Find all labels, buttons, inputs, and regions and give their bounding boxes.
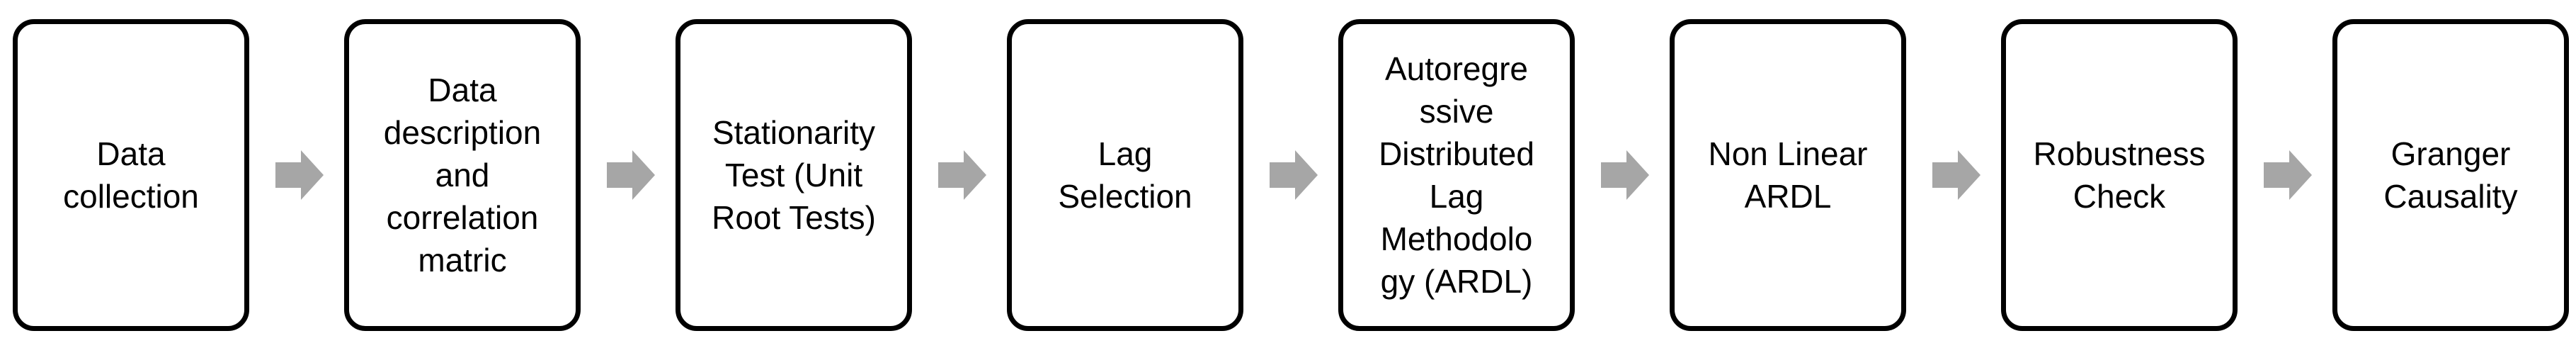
- step-robustness-check: Robustness Check: [2001, 19, 2238, 331]
- step-label: Non Linear ARDL: [1708, 135, 1868, 215]
- right-arrow-icon: [1932, 150, 1981, 200]
- step-stationarity-test: Stationarity Test (Unit Root Tests): [676, 19, 912, 331]
- right-arrow-icon: [938, 150, 986, 200]
- step-label: Stationarity Test (Unit Root Tests): [712, 114, 876, 236]
- step-lag-selection: Lag Selection: [1007, 19, 1243, 331]
- step-data-collection: Data collection: [13, 19, 249, 331]
- right-arrow-icon: [275, 150, 324, 200]
- right-arrow-icon: [2264, 150, 2312, 200]
- right-arrow-icon: [607, 150, 655, 200]
- step-label: Granger Causality: [2383, 135, 2518, 215]
- step-label: Lag Selection: [1058, 135, 1192, 215]
- step-label: Data description and correlation matric: [383, 72, 542, 279]
- step-ardl: Autoregre ssive Distributed Lag Methodol…: [1338, 19, 1575, 331]
- step-label: Data collection: [63, 135, 199, 215]
- right-arrow-icon: [1601, 150, 1649, 200]
- step-label: Autoregre ssive Distributed Lag Methodol…: [1379, 50, 1534, 300]
- step-granger-causality: Granger Causality: [2332, 19, 2569, 331]
- step-data-description: Data description and correlation matric: [344, 19, 581, 331]
- step-non-linear-ardl: Non Linear ARDL: [1670, 19, 1906, 331]
- right-arrow-icon: [1270, 150, 1318, 200]
- step-label: Robustness Check: [2033, 135, 2206, 215]
